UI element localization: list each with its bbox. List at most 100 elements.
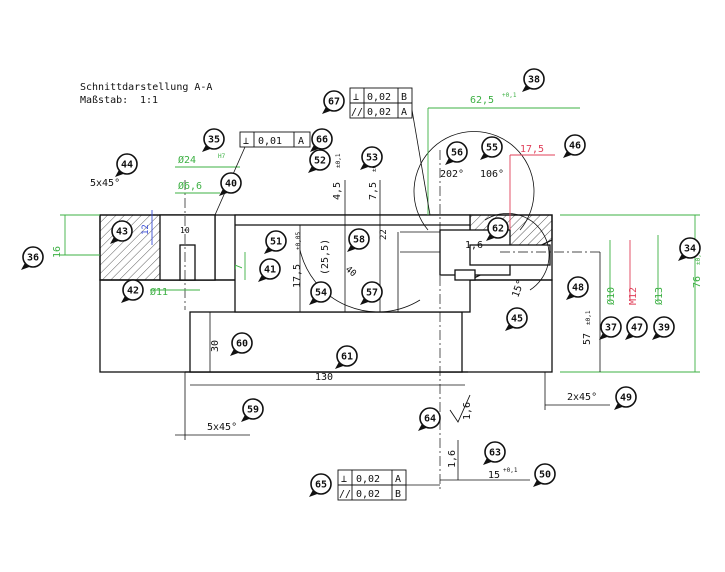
dim-1-6: 1,6	[465, 240, 483, 251]
surface-1-6-a: 1,6	[462, 402, 473, 420]
balloon-37: 37	[599, 316, 622, 340]
balloon-66: 66	[310, 128, 333, 152]
dim-57: 57	[582, 333, 593, 345]
dim-angle-15: 15°	[510, 278, 527, 299]
dim-76-tol: ±0,1	[695, 250, 702, 265]
balloon-label: 50	[539, 470, 551, 481]
right-pin	[454, 269, 476, 281]
balloon-label: 66	[316, 135, 328, 146]
center-lines	[184, 150, 600, 490]
balloon-40: 40	[219, 172, 242, 196]
dim-chamfer-44: 5x45°	[90, 178, 120, 189]
balloon-label: 65	[315, 480, 327, 491]
dim-57-tol: ±0,1	[585, 310, 592, 325]
svg-text://: //	[351, 107, 363, 118]
balloon-59: 59	[241, 398, 264, 422]
balloon-60: 60	[230, 332, 253, 356]
balloon-43: 43	[110, 220, 133, 244]
balloon-55: 55	[480, 136, 503, 160]
green-dimension-lines	[60, 107, 700, 373]
balloon-label: 53	[366, 153, 378, 164]
balloon-label: 67	[328, 97, 340, 108]
svg-text:0,02: 0,02	[367, 92, 391, 103]
balloon-label: 45	[511, 314, 523, 325]
dim-4-5-tol: ±0,1	[335, 153, 342, 168]
balloon-label: 42	[127, 286, 139, 297]
balloon-label: 58	[353, 235, 365, 246]
surface-finish-symbol	[449, 394, 471, 423]
balloon-53: 53	[360, 146, 383, 170]
balloon-label: 61	[341, 352, 353, 363]
balloon-65: 65	[309, 473, 332, 497]
balloon-label: 36	[27, 253, 39, 264]
balloon-42: 42	[121, 279, 144, 303]
dim-25-5: (25,5)	[320, 239, 331, 275]
svg-text:B: B	[401, 92, 407, 103]
balloon-label: 57	[366, 288, 378, 299]
tolerance-frame-65: ⊥ 0,02 A // 0,02 B	[337, 469, 407, 501]
balloon-label: 51	[270, 237, 282, 248]
dim-62-5-tol: +0,1	[502, 92, 517, 99]
tolerance-frame-67: ⊥ 0,02 B // 0,02 A	[349, 87, 413, 119]
balloon-35: 35	[202, 128, 225, 152]
dim-d10: Ø10	[605, 287, 617, 305]
balloon-label: 41	[264, 265, 276, 276]
dim-4-5: 4,5	[332, 182, 343, 200]
svg-text:B: B	[395, 489, 401, 500]
balloon-label: 38	[528, 75, 540, 86]
balloon-63: 63	[483, 441, 506, 465]
svg-text://: //	[339, 489, 351, 500]
balloon-62: 62	[486, 217, 509, 241]
balloon-label: 54	[315, 288, 327, 299]
svg-text:0,02: 0,02	[356, 474, 380, 485]
balloon-label: 34	[684, 244, 696, 255]
balloon-label: 62	[492, 224, 504, 235]
dim-130: 130	[315, 372, 333, 383]
balloon-label: 46	[569, 141, 581, 152]
balloon-label: 55	[486, 143, 498, 154]
scale-value: 1:1	[140, 95, 159, 106]
right-thread	[469, 244, 551, 266]
dim-17-5-tol: ±0,05	[295, 232, 302, 250]
balloon-47: 47	[625, 316, 648, 340]
dim-7-5: 7,5	[368, 182, 379, 200]
balloon-51: 51	[264, 230, 287, 254]
dim-m12: M12	[628, 287, 639, 305]
dim-10: 10	[180, 226, 190, 235]
dim-17-5: 17,5	[292, 264, 303, 288]
balloon-label: 47	[631, 323, 643, 334]
balloon-58: 58	[347, 228, 370, 252]
svg-text:A: A	[395, 474, 401, 485]
balloon-label: 49	[620, 393, 632, 404]
balloon-label: 35	[208, 135, 220, 146]
balloon-label: 39	[658, 323, 670, 334]
dim-15-tol: +0,1	[503, 467, 518, 474]
balloon-34: 34	[678, 237, 701, 261]
svg-text:0,02: 0,02	[367, 107, 391, 118]
balloon-67: 67	[322, 90, 345, 114]
dim-16: 16	[52, 246, 63, 258]
angle-arcs	[299, 131, 550, 313]
balloon-50: 50	[533, 463, 556, 487]
balloon-label: 59	[247, 405, 259, 416]
center-recess	[189, 311, 463, 373]
balloon-label: 37	[605, 323, 617, 334]
balloon-48: 48	[566, 276, 589, 300]
dim-62-5: 62,5	[470, 95, 494, 106]
balloon-label: 64	[424, 414, 436, 425]
svg-text:⊥: ⊥	[243, 136, 249, 147]
balloon-44: 44	[115, 153, 138, 177]
balloon-label: 40	[225, 179, 237, 190]
tolerance-frame-66: ⊥ 0,01 A	[239, 131, 311, 148]
balloon-39: 39	[652, 316, 675, 340]
svg-text:0,01: 0,01	[258, 136, 282, 147]
dim-76: 76	[692, 276, 703, 288]
bore-left-small	[179, 244, 196, 281]
svg-text:⊥: ⊥	[353, 92, 359, 103]
balloon-46: 46	[563, 134, 586, 158]
dim-d13: Ø13	[653, 287, 665, 305]
balloon-41: 41	[258, 258, 281, 282]
balloon-64: 64	[418, 407, 441, 431]
balloon-label: 44	[121, 160, 133, 171]
svg-text:⊥: ⊥	[341, 474, 347, 485]
